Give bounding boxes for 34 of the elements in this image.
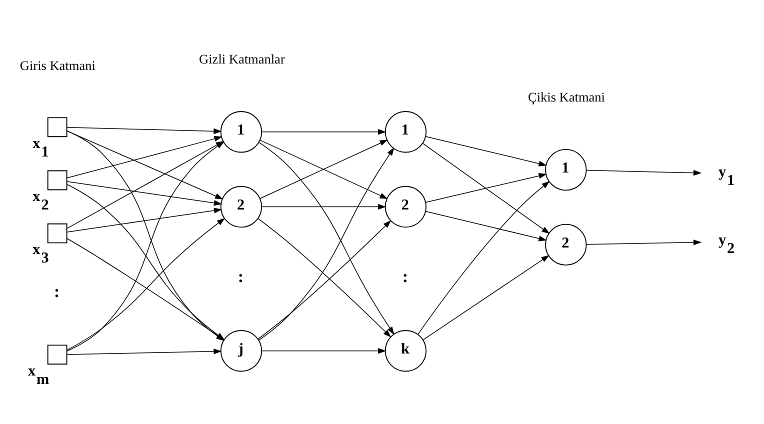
- arrow: [425, 173, 547, 203]
- node-circle: 2: [545, 224, 587, 266]
- node-circle: 1: [545, 148, 587, 191]
- arrow: [261, 204, 386, 210]
- label: :: [54, 282, 60, 302]
- arrow: [66, 181, 222, 206]
- node-circle: 2: [384, 186, 427, 228]
- arrow: [66, 136, 222, 178]
- label: :: [238, 267, 244, 286]
- label: Giris Katmani: [20, 58, 96, 73]
- label: :: [402, 267, 408, 286]
- arrow: [586, 240, 702, 246]
- arrow: [586, 170, 702, 176]
- arrow: [422, 255, 550, 340]
- arrow: [66, 208, 222, 232]
- node-box: [47, 117, 68, 138]
- arrow: [261, 348, 386, 354]
- node-circle: j: [220, 330, 262, 372]
- node-box: [47, 170, 68, 190]
- arrow: [66, 127, 222, 134]
- node-box: [47, 344, 68, 365]
- arrow: [425, 136, 547, 166]
- arrow: [418, 181, 550, 335]
- label: Çikis Katmani: [528, 89, 605, 104]
- arrow: [422, 142, 550, 234]
- node-circle: 1: [384, 111, 427, 153]
- arrow: [261, 129, 386, 135]
- node-circle: 1: [220, 111, 262, 153]
- node-circle: 2: [220, 186, 262, 228]
- node-circle: k: [384, 330, 427, 372]
- node-box: [47, 223, 68, 244]
- label: Gizli Katmanlar: [199, 51, 285, 66]
- arrow: [66, 348, 222, 355]
- arrow: [425, 210, 547, 242]
